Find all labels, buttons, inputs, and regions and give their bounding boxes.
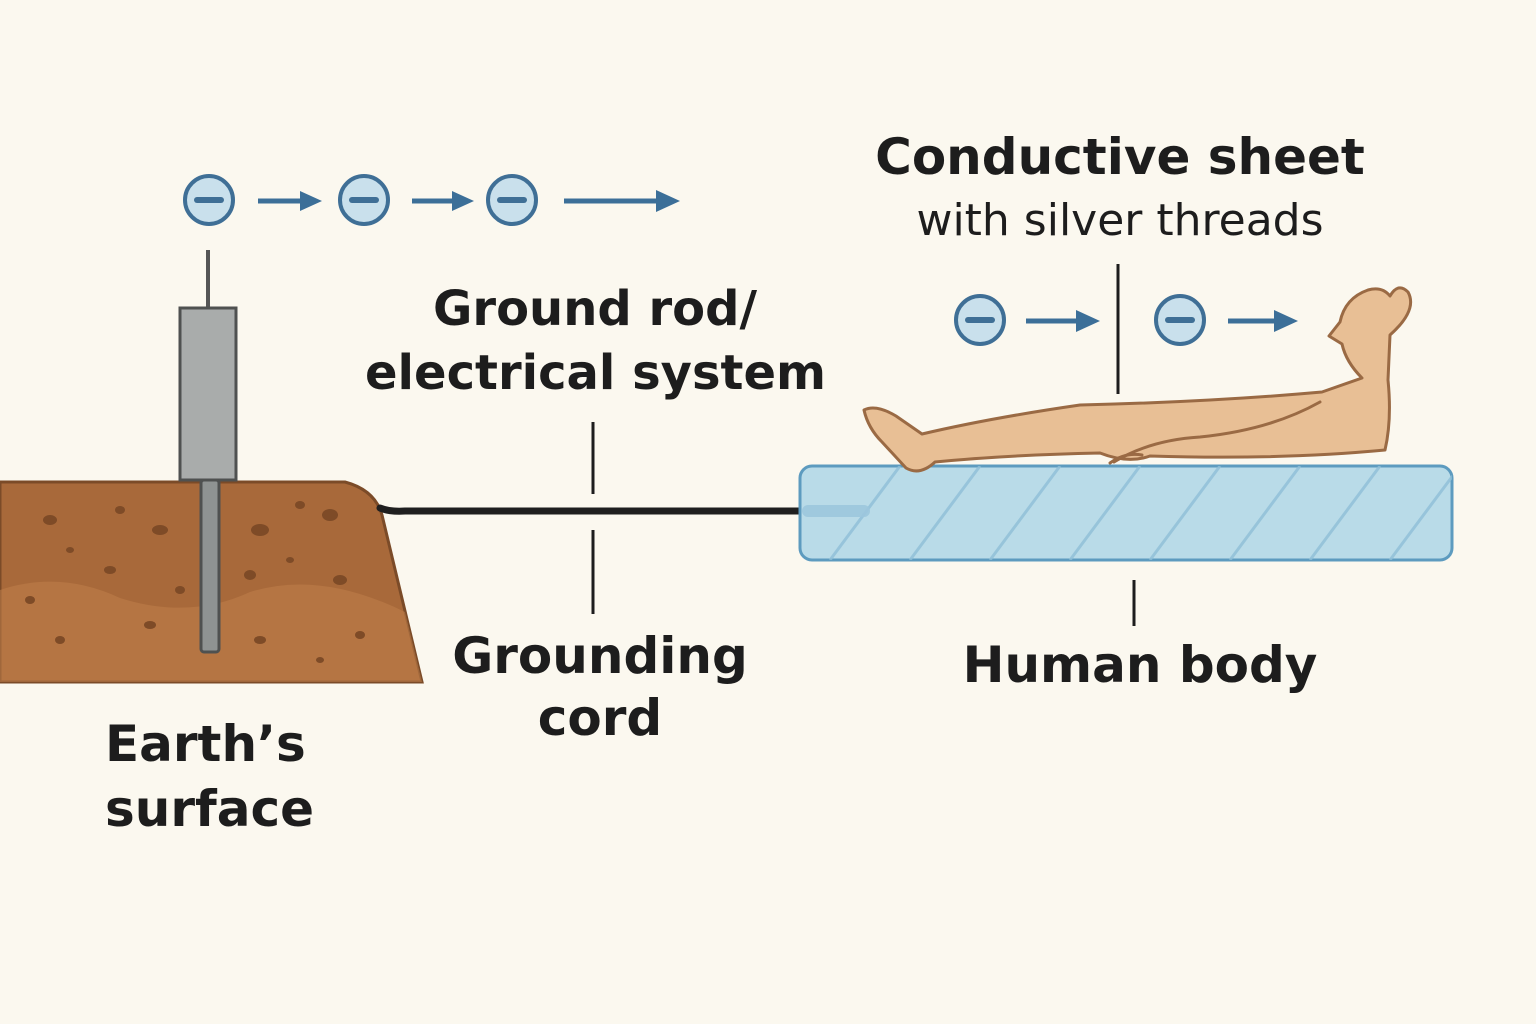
- arrow-right-icon: [1026, 310, 1100, 332]
- ground-rod: [178, 250, 238, 654]
- label-ground-rod: Ground rod/ electrical system: [365, 278, 827, 406]
- label-grounding-cord: Grounding cord: [430, 625, 770, 749]
- label-conductive-sheet-title: Conductive sheet: [875, 128, 1365, 186]
- electron-flow-body: [954, 294, 1298, 346]
- electron-icon: [954, 294, 1006, 346]
- human-body-figure: [862, 286, 1413, 473]
- arrow-right-icon: [1228, 310, 1298, 332]
- electron-icon: [183, 174, 235, 226]
- arrow-right-icon: [564, 190, 680, 212]
- electron-icon: [486, 174, 538, 226]
- label-grounding-cord-line-2: cord: [537, 689, 663, 747]
- label-earth-surface-line-1: Earth’s: [105, 715, 306, 773]
- leader-lines: [591, 264, 1136, 626]
- label-earth-surface-line-2: surface: [105, 780, 315, 838]
- arrow-right-icon: [258, 191, 322, 211]
- conductive-sheet: [798, 464, 1454, 562]
- label-conductive-sheet-subtitle: with silver threads: [916, 195, 1324, 246]
- label-grounding-cord-line-1: Grounding: [452, 627, 748, 685]
- electron-icon: [1154, 294, 1206, 346]
- label-ground-rod-line-2: electrical system: [365, 344, 827, 401]
- label-human-body: Human body: [962, 636, 1318, 694]
- electron-flow-top: [183, 174, 680, 226]
- electron-icon: [338, 174, 390, 226]
- label-earth-surface: Earth’s surface: [105, 712, 314, 842]
- soil-pebbles: [25, 501, 365, 663]
- grounding-cord: [376, 504, 804, 515]
- arrow-right-icon: [412, 191, 474, 211]
- label-ground-rod-line-1: Ground rod/: [433, 281, 757, 337]
